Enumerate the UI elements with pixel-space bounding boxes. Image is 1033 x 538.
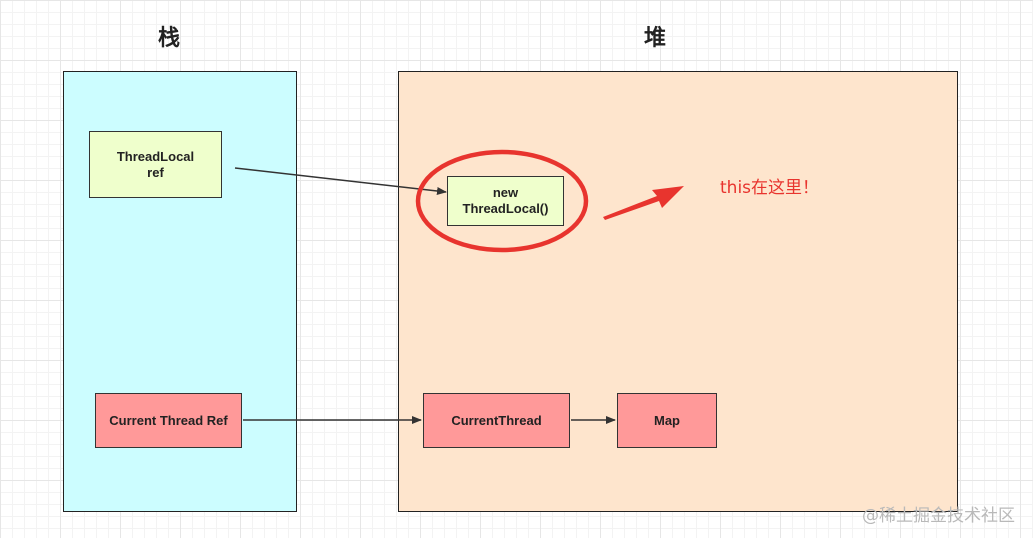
new-threadlocal-label-line1: new xyxy=(492,185,519,200)
threadlocal-ref-label-line2: ref xyxy=(147,164,164,180)
annotation-text: this在这里！ xyxy=(720,178,820,198)
watermark: @稀土掘金技术社区 xyxy=(862,506,1015,526)
current-thread-node: CurrentThread xyxy=(423,393,570,448)
heap-title: 堆 xyxy=(643,26,666,51)
stack-title: 栈 xyxy=(157,26,180,51)
current-thread-label: CurrentThread xyxy=(451,412,542,428)
map-label: Map xyxy=(654,412,680,428)
current-thread-ref-label: Current Thread Ref xyxy=(109,412,228,428)
new-threadlocal-label-line2: ThreadLocal() xyxy=(462,201,549,216)
threadlocal-ref-node: ThreadLocal ref xyxy=(89,131,222,198)
new-threadlocal-node: new ThreadLocal() xyxy=(447,176,564,226)
threadlocal-ref-label-line1: ThreadLocal xyxy=(116,148,195,164)
map-node: Map xyxy=(617,393,717,448)
current-thread-ref-node: Current Thread Ref xyxy=(95,393,242,448)
